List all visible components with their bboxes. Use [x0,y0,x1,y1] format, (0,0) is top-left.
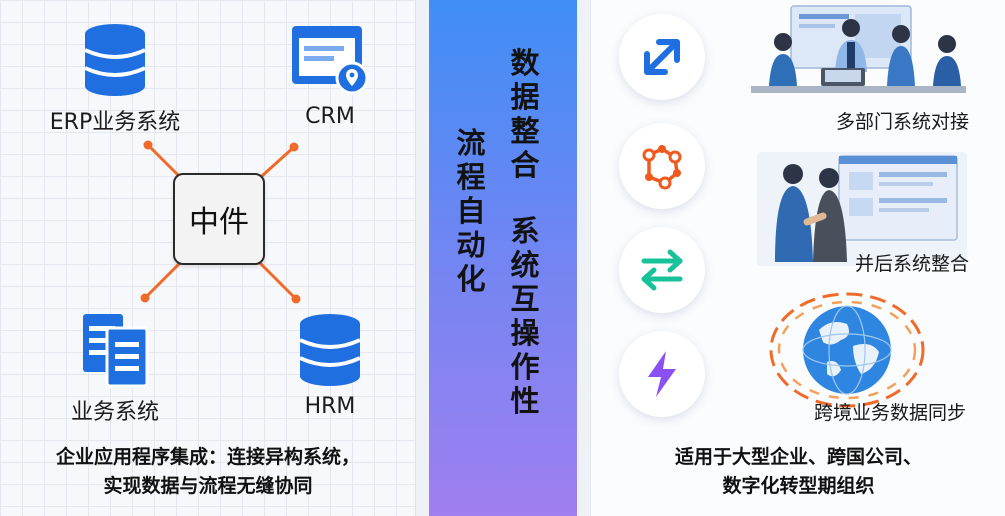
database-icon [299,314,361,386]
banner-char: 流 [456,126,486,160]
right-caption: 适用于大型企业、跨国公司、 数字化转型期组织 [591,443,1005,501]
globe-illustration [769,292,925,408]
right-caption-line1: 适用于大型企业、跨国公司、 [674,446,922,468]
banner-char: 动 [456,228,486,262]
banner-char: 据 [510,80,540,114]
banner-data-integration: 数 据 整 合 [505,46,545,182]
banner-char: 操 [510,316,540,350]
banner-char: 统 [510,248,540,282]
expand-arrows-icon [644,39,680,75]
banner-char: 整 [510,114,540,148]
lightning-icon [648,351,676,397]
use-cases-panel: 多部门系统对接 并后系统整合 跨境业务数据同步 适用于大型企业、跨国公司、 数字… [590,0,1005,516]
scene-label-merger: 并后系统整合 [855,253,970,275]
feature-banner: 流 程 自 动 化 数 据 整 合 系 统 互 操 作 性 [429,0,577,516]
exchange-arrows-icon [641,249,683,291]
node-crm-label: CRM [305,104,355,129]
scene-label-meeting: 多部门系统对接 [836,111,970,133]
banner-char: 合 [510,148,540,182]
node-erp-label: ERP业务系统 [49,110,181,135]
left-caption-line1: 企业应用程序集成：连接异构系统， [55,446,360,468]
icon-badge-exchange [619,227,705,313]
left-caption: 企业应用程序集成：连接异构系统， 实现数据与流程无缝协同 [0,443,416,501]
banner-char: 化 [456,262,486,296]
right-caption-line2: 数字化转型期组织 [722,475,875,497]
scene-label-globe: 跨境业务数据同步 [814,402,967,424]
banner-char: 作 [510,350,540,384]
node-business-label: 业务系统 [70,400,159,425]
banner-system-interoperability: 系 统 互 操 作 性 [505,214,545,418]
node-hrm-label: HRM [304,394,356,419]
node-business-system: 业务系统 [50,312,180,426]
database-icon [84,24,146,96]
banner-char: 互 [510,282,540,316]
banner-char: 数 [510,46,540,80]
middleware-hub: 中件 [173,173,265,265]
handshake-illustration [757,152,967,266]
icon-badge-lightning [619,331,705,417]
banner-char: 性 [510,384,540,418]
node-crm: CRM [270,22,390,129]
crm-browser-location-icon [292,26,369,95]
left-caption-line2: 实现数据与流程无缝协同 [103,475,313,497]
icon-badge-expand [619,14,705,100]
icon-badge-network [619,123,705,209]
node-hrm: HRM [270,312,390,419]
banner-char: 自 [456,194,486,228]
documents-icon [83,314,149,388]
node-erp: ERP业务系统 [40,22,190,136]
banner-char: 系 [510,214,540,248]
banner-char: 程 [456,160,486,194]
network-nodes-icon [642,145,682,190]
integration-diagram-panel: ERP业务系统 CRM 中件 业务系统 [0,0,416,516]
meeting-illustration [751,5,966,93]
banner-process-automation: 流 程 自 动 化 [451,126,491,296]
